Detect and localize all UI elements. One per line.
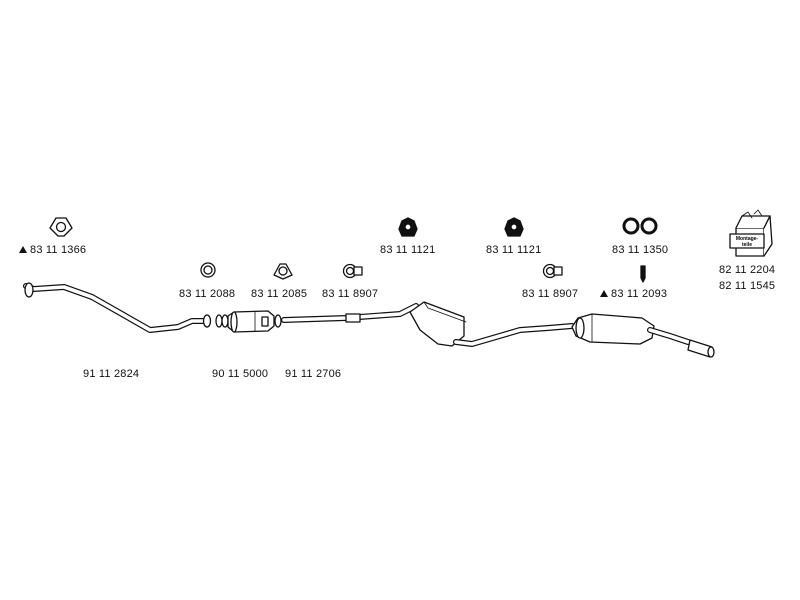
rubber-mount-left-icon <box>398 217 418 237</box>
rubber-mount-right-number: 83 11 1121 <box>486 244 542 256</box>
triangle-marker-icon <box>19 246 27 253</box>
sensor-plug-number: 83 11 2093 <box>611 288 668 300</box>
flange-gasket-part: 83 11 1366 <box>19 244 86 256</box>
triangle-gasket-icon <box>273 263 293 280</box>
front-pipe-drawing <box>23 282 212 333</box>
middle-pipe-number: 91 11 2706 <box>285 368 342 380</box>
clamp-front-number: 83 11 8907 <box>322 288 379 300</box>
catalytic-converter-number: 90 11 5000 <box>212 368 269 380</box>
sensor-plug-part: 83 11 2093 <box>600 288 667 300</box>
rear-muffler-drawing <box>571 313 715 358</box>
kit-box-label-2: teile <box>742 242 752 248</box>
o-rings-icon <box>622 217 658 235</box>
clamp-front-icon <box>342 263 363 279</box>
mounting-kit-box-icon <box>729 209 773 257</box>
clamp-rear-number: 83 11 8907 <box>522 288 579 300</box>
middle-pipe-drawing <box>281 301 575 347</box>
mounting-kit-number-a: 82 11 2204 <box>719 264 776 276</box>
catalytic-converter-drawing <box>227 310 282 333</box>
front-pipe-number: 91 11 2824 <box>83 368 140 380</box>
rubber-mount-left-number: 83 11 1121 <box>380 244 436 256</box>
sensor-plug-icon <box>640 265 646 283</box>
flange-gasket-icon <box>49 217 73 237</box>
rubber-mount-right-icon <box>504 217 524 237</box>
triangle-marker-icon <box>600 290 608 297</box>
ring-gasket-number: 83 11 2088 <box>179 288 236 300</box>
pipe-joint-gaskets-drawing <box>215 314 229 328</box>
o-rings-number: 83 11 1350 <box>612 244 669 256</box>
clamp-rear-icon <box>542 263 563 279</box>
flange-gasket-number: 83 11 1366 <box>30 244 87 256</box>
mounting-kit-number-b: 82 11 1545 <box>719 280 776 292</box>
triangle-gasket-number: 83 11 2085 <box>251 288 308 300</box>
ring-gasket-icon <box>200 262 216 278</box>
kit-box-label-1: Montage- <box>736 236 759 242</box>
